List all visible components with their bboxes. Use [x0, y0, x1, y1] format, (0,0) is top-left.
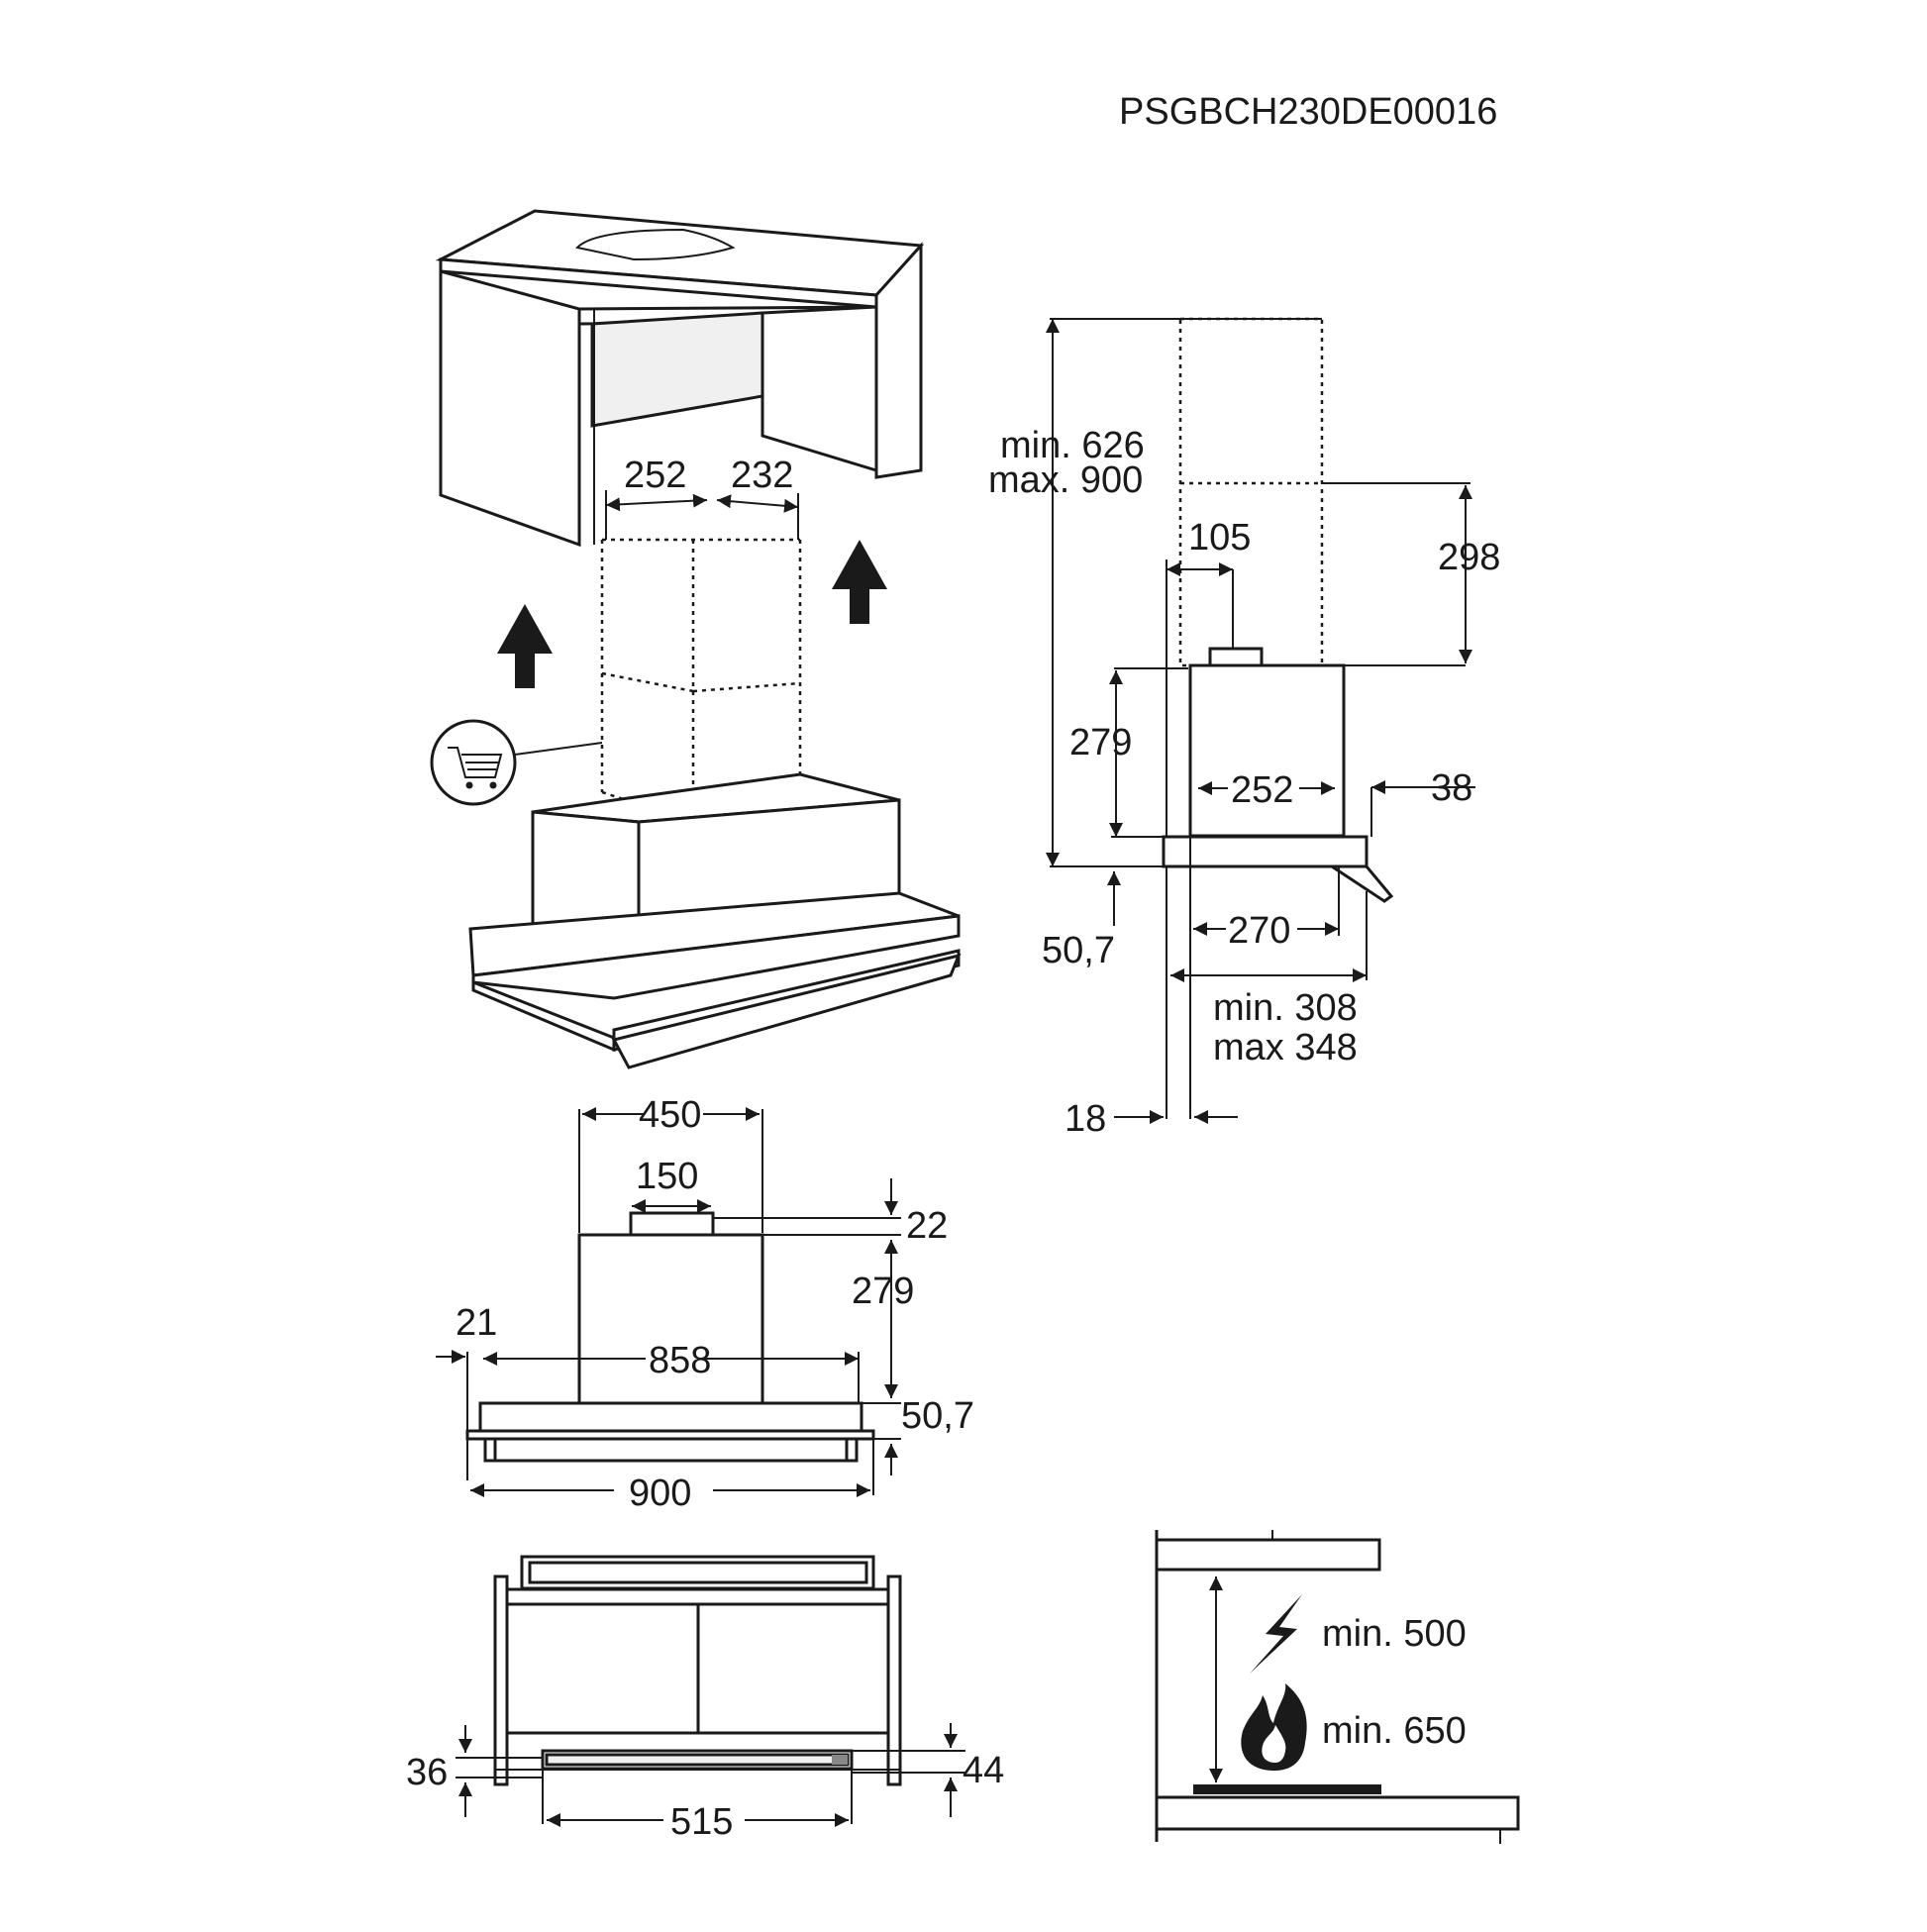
dim-450: 450 [639, 1094, 701, 1136]
clearance-electric: min. 500 [1322, 1613, 1467, 1655]
dim-44: 44 [963, 1750, 1004, 1791]
dim-38: 38 [1431, 767, 1472, 809]
dim-50-7-side: 50,7 [1042, 930, 1115, 971]
product-code: PSGBCH230DE00016 [1119, 91, 1497, 133]
front-view: 450 150 22 279 21 858 50,7 900 [436, 1094, 974, 1514]
height-max: max. 900 [988, 459, 1143, 501]
dim-150: 150 [636, 1156, 698, 1197]
perspective-view: 252 232 [430, 209, 962, 1069]
dim-900: 900 [629, 1473, 691, 1514]
dim-18: 18 [1065, 1098, 1106, 1140]
flame-icon [1241, 1683, 1307, 1771]
dim-36: 36 [406, 1752, 448, 1793]
dim-105: 105 [1188, 517, 1251, 559]
dim-50-7-front: 50,7 [901, 1395, 974, 1437]
dim-252-perspective: 252 [624, 455, 686, 496]
clearance-gas: min. 650 [1322, 1710, 1467, 1752]
dim-298: 298 [1438, 537, 1500, 578]
arrow-up-icon [832, 540, 887, 624]
depth-min: min. 308 [1213, 987, 1358, 1029]
dim-252-side: 252 [1231, 769, 1293, 811]
clearance-view: min. 500 min. 650 [1155, 1530, 1520, 1844]
dim-858: 858 [649, 1340, 711, 1381]
dim-21: 21 [456, 1302, 497, 1344]
depth-max: max 348 [1213, 1027, 1358, 1068]
dim-22: 22 [906, 1205, 948, 1247]
lightning-icon [1250, 1594, 1302, 1674]
dim-232-perspective: 232 [731, 455, 793, 496]
bottom-view: 36 44 515 [406, 1555, 1004, 1843]
shopping-cart-icon [430, 719, 517, 806]
arrow-up-icon [497, 604, 553, 688]
wall-cabinet [435, 209, 925, 548]
height-min: min. 626 [1000, 425, 1145, 466]
dim-270: 270 [1228, 910, 1290, 952]
dim-279-side: 279 [1069, 722, 1132, 763]
hood-body [468, 772, 962, 1069]
dim-515: 515 [670, 1801, 733, 1843]
side-view: min. 626 max. 900 298 105 279 252 38 50,… [988, 317, 1500, 1140]
dim-279-front: 279 [852, 1271, 914, 1312]
